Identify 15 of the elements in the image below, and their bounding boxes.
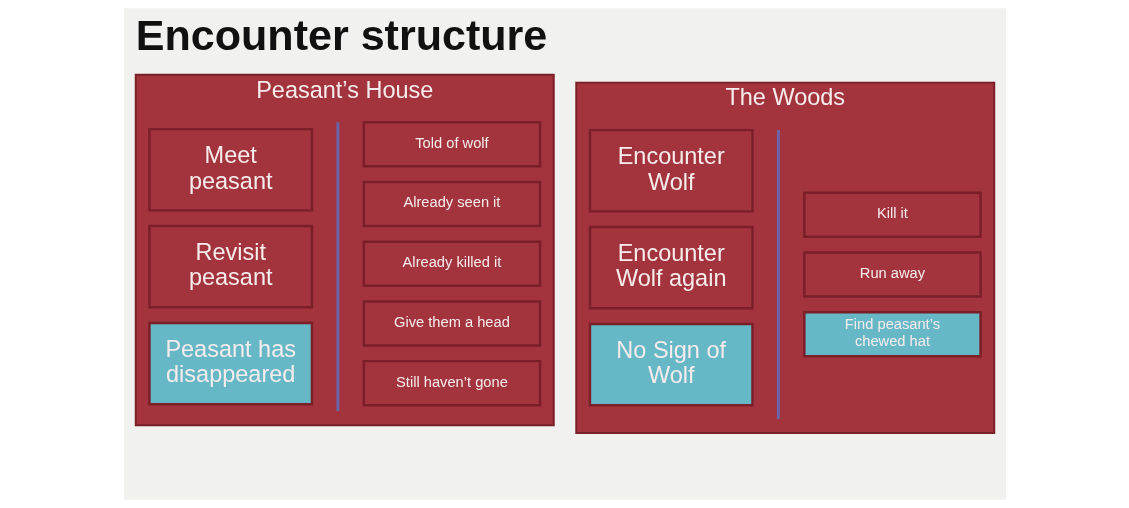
node-box: Encounter Wolf xyxy=(588,128,754,213)
node-box: Told of wolf xyxy=(362,121,541,168)
node-box: Find peasant’s chewed hat xyxy=(802,310,982,358)
diagram-title: Encounter structure xyxy=(135,10,547,59)
node-box: Kill it xyxy=(802,191,982,239)
node-box: No Sign of Wolf xyxy=(588,322,754,407)
node-box: Encounter Wolf again xyxy=(588,225,754,310)
node-box: Run away xyxy=(802,251,982,298)
node-box: Peasant has disappeared xyxy=(147,321,313,406)
node-box: Already killed it xyxy=(362,240,541,287)
node-box: Give them a head xyxy=(362,300,541,347)
node-box: Revisit peasant xyxy=(147,224,313,309)
node-box: Meet peasant xyxy=(147,127,313,212)
node-box: Already seen it xyxy=(362,180,541,228)
node-box: Still haven’t gone xyxy=(362,359,541,407)
